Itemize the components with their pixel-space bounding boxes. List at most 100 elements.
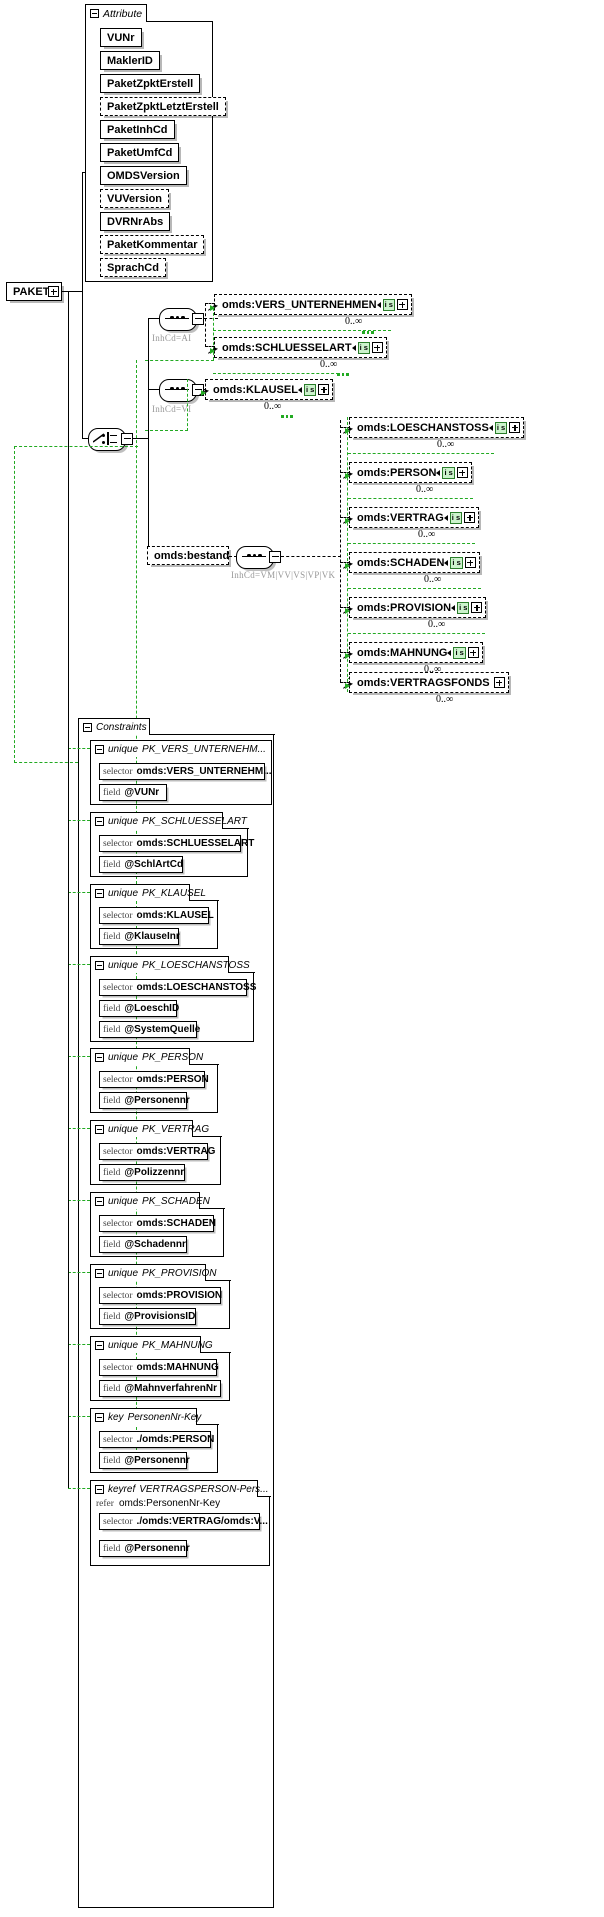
constraint-4-field-2[interactable]: field @SystemQuelle [99,1021,200,1038]
cardinality-klausel: 0..∞ [264,401,282,412]
root-trunk-down [82,291,84,439]
expand-icon[interactable] [493,677,505,688]
constraint-5-tab[interactable]: unique PK_PERSON [90,1048,203,1065]
is-badge-icon: i s [357,341,370,354]
constraint-7-tab[interactable]: unique PK_SCHADEN [90,1192,210,1209]
bestand-sequence-node[interactable] [236,546,284,569]
collapse-icon[interactable] [95,816,104,826]
element-schaden[interactable]: omds:SCHADEN i s [349,552,480,573]
constraint-6-field[interactable]: field @Polizzennr [99,1164,185,1181]
attribute-paketkommentar[interactable]: PaketKommentar [100,235,205,254]
collapse-icon[interactable] [95,1484,104,1494]
constraints-tab[interactable]: Constraints [78,718,150,735]
expand-icon[interactable] [467,647,479,658]
constraint-4-field-1[interactable]: field @LoeschID [99,1000,179,1017]
constraint-11-field[interactable]: field @Personennr [99,1540,190,1557]
constraint-2-selector[interactable]: selector omds:SCHLUESSELART [99,835,254,852]
constraint-2-field[interactable]: field @SchlArtCd [99,856,183,873]
constraint-5-field[interactable]: field @Personennr [99,1092,190,1109]
expand-icon[interactable] [471,602,483,613]
constraint-9-selector[interactable]: selector omds:MAHNUNG [99,1359,219,1376]
constraint-9-field[interactable]: field @MahnverfahrenNr [99,1380,221,1397]
collapse-icon[interactable] [90,9,99,18]
constraint-11-green-link [68,1488,90,1489]
constraint-2-tab[interactable]: unique PK_SCHLUESSELART [90,812,247,829]
constraint-3-frame [90,900,218,949]
constraint-7-selector[interactable]: selector omds:SCHADEN [99,1215,216,1232]
constraint-10-field[interactable]: field @Personennr [99,1452,190,1469]
element-person[interactable]: omds:PERSON i s [349,462,472,483]
element-provision[interactable]: omds:PROVISION i s [349,597,487,618]
element-klausel[interactable]: omds:KLAUSEL i s [205,379,334,400]
element-loeschanstoss[interactable]: omds:LOESCHANSTOSS i s [349,417,525,438]
expand-icon[interactable] [396,299,408,310]
constraint-5-selector[interactable]: selector omds:PERSON [99,1071,209,1088]
attribute-dvrnrabs[interactable]: DVRNrAbs [100,212,171,231]
constraint-10-selector[interactable]: selector ./omds:PERSON [99,1431,214,1448]
constraint-6-tab[interactable]: unique PK_VERTRAG [90,1120,209,1137]
attribute-paketzpktletzterstell[interactable]: PaketZpktLetztErstell [100,97,226,116]
constraint-3-field[interactable]: field @KlauseInr [99,928,180,945]
constraint-11-selector[interactable]: selector ./omds:VERTRAG/omds:V... [99,1513,268,1530]
attribute-paketinhcd[interactable]: PaketInhCd [100,120,175,139]
constraint-3-tab[interactable]: unique PK_KLAUSEL [90,884,206,901]
constraint-11-tab[interactable]: keyref VERTRAGSPERSON-Pers... [90,1480,269,1497]
collapse-icon[interactable] [95,1340,104,1350]
attribute-sprachcd[interactable]: SprachCd [100,258,166,277]
constraint-6-selector[interactable]: selector omds:VERTRAG [99,1143,215,1160]
constraint-1-tab[interactable]: unique PK_VERS_UNTERNEHM... [90,740,272,757]
constraint-7-field[interactable]: field @Schadennr [99,1236,187,1253]
constraint-3-selector[interactable]: selector omds:KLAUSEL [99,907,214,924]
constraints-frame-top [149,734,275,736]
expand-icon[interactable] [456,467,468,478]
attribute-maklerid[interactable]: MaklerID [100,51,160,70]
constraint-5-keyword: unique [108,1051,139,1063]
sequence-node-ai[interactable] [159,308,207,331]
attribute-vuversion[interactable]: VUVersion [100,189,170,208]
expand-icon[interactable] [464,557,476,568]
annotation-inhcd-vi: InhCd=VI [152,404,192,414]
constraint-8-field[interactable]: field @ProvisionsID [99,1308,196,1325]
constraint-6-frame-top [192,1136,222,1138]
constraint-8-green-link [68,1272,90,1273]
constraint-11-frame-top [257,1496,271,1498]
element-schluesselart[interactable]: omds:SCHLUESSELART i s [214,337,387,358]
frame-top-line [146,21,213,23]
expand-icon[interactable] [509,422,521,433]
attribute-paketumfcd[interactable]: PaketUmfCd [100,143,180,162]
constraint-4-selector[interactable]: selector omds:LOESCHANSTOSS [99,979,256,996]
element-mahnung[interactable]: omds:MAHNUNG i s [349,642,483,663]
choice-node[interactable] [88,428,136,451]
collapse-icon[interactable] [95,744,104,754]
element-bestand[interactable]: omds:bestand [147,546,229,565]
constraint-10-tab[interactable]: key PersonenNr-Key [90,1408,201,1425]
collapse-icon[interactable] [95,1124,104,1134]
constraint-8-selector[interactable]: selector omds:PROVISION [99,1287,222,1304]
element-vertrag[interactable]: omds:VERTRAG i s [349,507,480,528]
constraint-2-frame-top [222,828,249,830]
paket-expand-icon[interactable] [48,286,59,297]
element-vers-unternehmen[interactable]: omds:VERS_UNTERNEHMEN i s [214,294,412,315]
element-vertragsfonds[interactable]: omds:VERTRAGSFONDS [349,672,509,693]
constraint-4-tab[interactable]: unique PK_LOESCHANSTOSS [90,956,250,973]
collapse-icon[interactable] [95,888,104,898]
attribute-vunr[interactable]: VUNr [100,28,142,47]
collapse-icon[interactable] [95,1196,104,1206]
constraint-8-tab[interactable]: unique PK_PROVISION [90,1264,217,1281]
collapse-icon[interactable] [95,1052,104,1062]
cardinality-schaden: 0..∞ [424,574,442,585]
attribute-paketzpkterstell[interactable]: PaketZpktErstell [100,74,201,93]
collapse-icon[interactable] [95,1412,104,1422]
collapse-icon[interactable] [95,1268,104,1278]
is-badge-icon: i s [457,601,470,614]
expand-icon[interactable] [371,342,383,353]
constraint-9-tab[interactable]: unique PK_MAHNUNG [90,1336,213,1353]
attribute-group-tab[interactable]: Attribute [85,4,147,22]
attribute-omdsversion[interactable]: OMDSVersion [100,166,187,185]
expand-icon[interactable] [318,384,330,395]
expand-icon[interactable] [464,512,476,523]
collapse-icon[interactable] [95,960,104,970]
constraint-1-selector[interactable]: selector omds:VERS_UNTERNEHM... [99,763,272,780]
constraint-1-field[interactable]: field @VUNr [99,784,167,801]
collapse-icon[interactable] [83,722,92,732]
